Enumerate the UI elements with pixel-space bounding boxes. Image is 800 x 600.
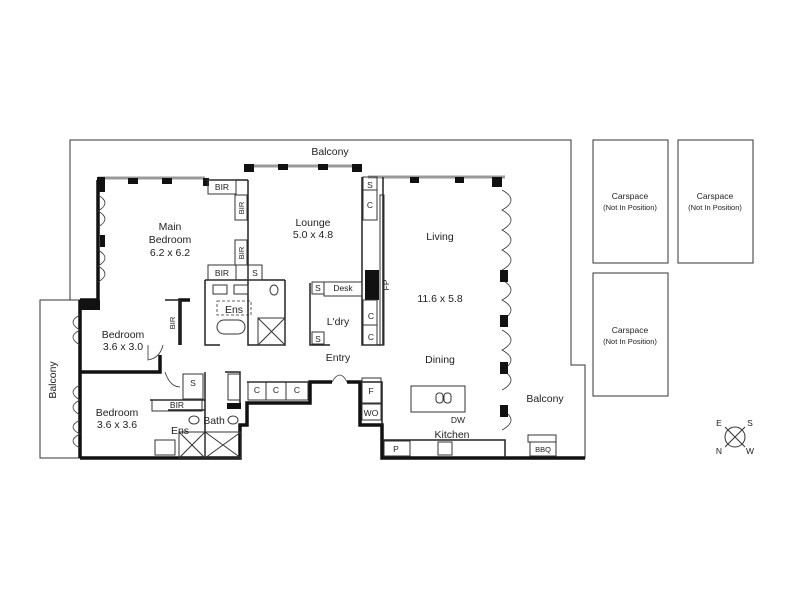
bath-label: Bath — [203, 415, 225, 427]
main-bedroom-label: Main — [159, 221, 182, 233]
balcony-doors[interactable] — [72, 189, 512, 449]
carspace-2: Carspace (Not In Position) — [677, 139, 754, 264]
compass-north: N — [716, 446, 722, 456]
bir-label: BIR — [168, 316, 177, 329]
compass-west: W — [746, 446, 754, 456]
ensuite-label: Ens — [225, 304, 243, 316]
bbq-label: BBQ — [535, 445, 551, 454]
storage-label: S — [252, 268, 258, 278]
entry-label: Entry — [326, 352, 351, 364]
storage-label: S — [315, 334, 321, 344]
kitchen-label: Kitchen — [434, 429, 469, 441]
cupboard-label: C — [254, 385, 260, 395]
living-label: Living — [426, 231, 454, 243]
compass-south: S — [747, 418, 753, 428]
pantry-label: P — [393, 444, 399, 454]
dishwasher-label: DW — [451, 415, 465, 425]
ensuite-label: Ens — [171, 425, 189, 437]
bir-label: BIR — [215, 182, 229, 192]
bedroom-2-label: Bedroom — [102, 329, 145, 341]
bedroom-3-size: 3.6 x 3.6 — [97, 419, 137, 431]
carspace-note: (Not In Position) — [688, 203, 742, 212]
carspace-3: Carspace (Not In Position) — [592, 272, 669, 397]
carspace-label: Carspace — [612, 325, 649, 335]
bedroom-2-size: 3.6 x 3.0 — [103, 341, 143, 353]
exterior-walls — [78, 164, 585, 460]
room-labels: Balcony Main Bedroom 6.2 x 6.2 Lounge 5.… — [47, 146, 564, 454]
fixtures — [151, 176, 557, 459]
living-size: 11.6 x 5.8 — [417, 293, 462, 305]
carspace-1: Carspace (Not In Position) — [592, 139, 669, 264]
carspace-label: Carspace — [697, 191, 734, 201]
compass-east: E — [716, 418, 722, 428]
cupboard-label: C — [368, 311, 374, 321]
carspace-label: Carspace — [612, 191, 649, 201]
storage-label: S — [190, 378, 196, 388]
desk-label: Desk — [333, 283, 353, 293]
cupboard-label: C — [368, 332, 374, 342]
wo-label: WO — [364, 408, 379, 418]
cupboard-label: C — [294, 385, 300, 395]
cupboard-label: C — [367, 200, 373, 210]
bir-label: BIR — [237, 246, 246, 259]
compass-icon: E S N W — [716, 418, 754, 456]
dining-label: Dining — [425, 354, 455, 366]
bir-label: BIR — [237, 201, 246, 214]
storage-label: S — [315, 283, 321, 293]
cupboard-label: C — [273, 385, 279, 395]
main-bedroom-label: Bedroom — [149, 234, 192, 246]
balcony-left-label: Balcony — [47, 361, 59, 399]
bedroom-3-label: Bedroom — [96, 407, 139, 419]
bir-label: BIR — [170, 400, 184, 410]
bir-label: BIR — [215, 268, 229, 278]
main-bedroom-size: 6.2 x 6.2 — [150, 247, 190, 259]
fridge-label: F — [368, 386, 373, 396]
storage-label: S — [367, 180, 373, 190]
carspace-note: (Not In Position) — [603, 337, 657, 346]
lounge-size: 5.0 x 4.8 — [293, 229, 333, 241]
left-balcony-outline — [39, 299, 80, 459]
lounge-label: Lounge — [295, 217, 330, 229]
laundry-label: L'dry — [327, 316, 350, 328]
balcony-right-label: Balcony — [526, 393, 564, 405]
fireplace-label: FP — [381, 279, 391, 290]
balcony-top-label: Balcony — [311, 146, 349, 158]
carspace-note: (Not In Position) — [603, 203, 657, 212]
entry-door — [331, 374, 348, 383]
